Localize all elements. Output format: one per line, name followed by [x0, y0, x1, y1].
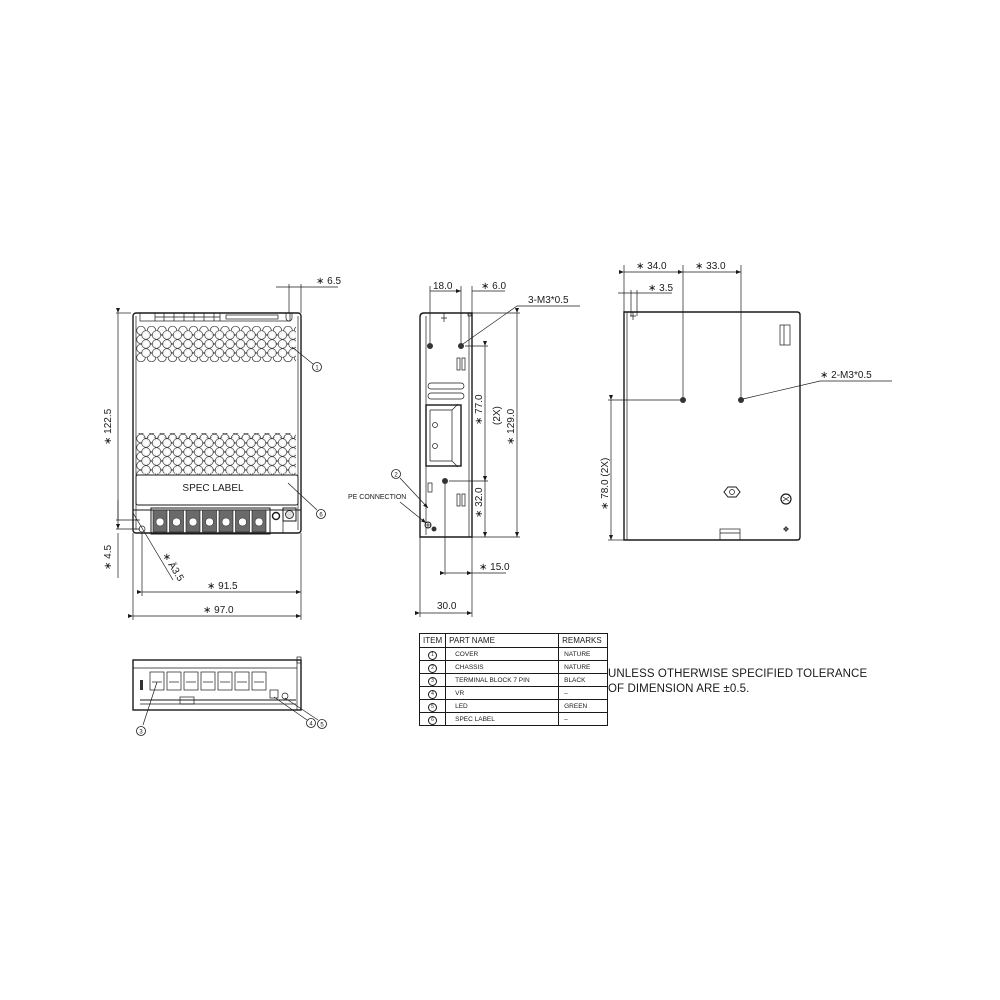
part-name: VR — [445, 686, 560, 700]
dim-122-5: ∗ 122.5 — [103, 408, 114, 445]
dim-18-0: 18.0 — [433, 281, 453, 292]
part-name: COVER — [445, 647, 560, 661]
dim-33-0: ∗ 33.0 — [695, 261, 726, 272]
svg-text:3: 3 — [139, 730, 143, 736]
vent-holes-upper — [136, 326, 296, 362]
table-row: 3 TERMINAL BLOCK 7 PIN BLACK — [418, 673, 609, 687]
dim-91-5: ∗ 91.5 — [207, 581, 238, 592]
item-number: 6 — [428, 715, 438, 725]
remarks: BLACK — [558, 673, 609, 687]
tolerance-note: UNLESS OTHERWISE SPECIFIED TOLERANCE OF … — [608, 667, 867, 697]
remarks: NATURE — [558, 660, 609, 674]
table-row: 2 CHASSIS NATURE — [418, 660, 609, 674]
part-name: SPEC LABEL — [445, 712, 560, 726]
rear-view: ∗ 34.0 ∗ 33.0 ∗ 3.5 ∗ 2-M3*0.5 ∗ 78.0 (2… — [600, 261, 892, 541]
part-name: CHASSIS — [445, 660, 560, 674]
callout-2 — [391, 469, 401, 479]
pe-connection-label: PE CONNECTION — [348, 494, 406, 501]
dim-15-0: ∗ 15.0 — [479, 562, 510, 573]
table-row: 4 VR – — [418, 686, 609, 700]
svg-text:1: 1 — [315, 366, 319, 372]
svg-text:5: 5 — [320, 723, 324, 729]
tolerance-note-line-1: UNLESS OTHERWISE SPECIFIED TOLERANCE — [608, 668, 868, 680]
parts-table: ITEM PART NAME REMARKS 1 COVER NATURE 2 … — [418, 633, 609, 726]
dim-6-0: ∗ 6.0 — [481, 281, 506, 292]
top-fins — [139, 312, 293, 322]
led-icon — [271, 511, 281, 521]
remarks: – — [558, 712, 609, 726]
screw-hole-icon — [680, 397, 686, 403]
table-row: 6 SPEC LABEL – — [418, 712, 609, 726]
terminal-block — [150, 507, 271, 535]
screw-hole-icon — [442, 478, 448, 484]
screw-hole-icon — [458, 343, 464, 349]
callout-3 — [136, 726, 146, 736]
dim-32-0: ∗ 32.0 — [474, 487, 485, 518]
dim-129-0: ∗ 129.0 — [506, 408, 517, 445]
spec-label-text: SPEC LABEL — [182, 483, 244, 494]
item-number: 5 — [428, 702, 438, 712]
screw-hole-icon — [738, 397, 744, 403]
callout-4 — [306, 718, 316, 728]
dim-2x: (2X) — [492, 406, 503, 425]
part-name: LED — [445, 699, 560, 713]
dim-4-5: ∗ 4.5 — [103, 545, 114, 570]
terminal-block-bottom — [149, 671, 267, 691]
dim-30-0: 30.0 — [437, 601, 457, 612]
tolerance-note-line-2: OF DIMENSION ARE ±0.5. — [608, 683, 750, 695]
inlet-window — [425, 404, 462, 467]
svg-text:2: 2 — [394, 473, 398, 479]
screw-note-3-m3: 3-M3*0.5 — [528, 295, 569, 306]
item-number: 2 — [428, 663, 438, 673]
front-view: SPEC LABEL ∗ 6.5 — [103, 276, 341, 620]
spec-label-panel — [135, 474, 299, 506]
table-row: 5 LED GREEN — [418, 699, 609, 713]
callout-1 — [312, 362, 322, 372]
part-name: TERMINAL BLOCK 7 PIN — [445, 673, 560, 687]
dim-78-0: ∗ 78.0 (2X) — [600, 458, 611, 510]
svg-text:6: 6 — [319, 513, 323, 519]
dim-3-5: ∗ 3.5 — [648, 283, 673, 294]
vr-trimmer-icon — [282, 507, 297, 522]
header-remarks: REMARKS — [558, 633, 609, 648]
svg-text:4: 4 — [309, 722, 313, 728]
item-number: 1 — [428, 650, 438, 660]
remarks: GREEN — [558, 699, 609, 713]
screw-hole-icon — [427, 343, 433, 349]
hex-nut-icon — [723, 486, 741, 498]
remarks: – — [558, 686, 609, 700]
header-item: ITEM — [418, 633, 447, 648]
remarks: NATURE — [558, 647, 609, 661]
table-row: 1 COVER NATURE — [418, 647, 609, 661]
side-view: 18.0 ∗ 6.0 3-M3*0.5 ∗ 77.0 (2X) ∗ 32.0 ∗… — [348, 281, 580, 617]
bottom-view: 3 4 5 — [132, 656, 327, 736]
item-number: 4 — [428, 689, 438, 699]
callout-5 — [317, 719, 327, 729]
callout-6 — [316, 509, 326, 519]
dim-34-0: ∗ 34.0 — [636, 261, 667, 272]
dim-6-5: ∗ 6.5 — [316, 276, 341, 287]
screw-note-2-m3: ∗ 2-M3*0.5 — [820, 370, 872, 381]
header-part-name: PART NAME — [445, 633, 560, 648]
dim-77-0: ∗ 77.0 — [474, 394, 485, 425]
dim-hole-3-5: ∗ Ä3.5 — [159, 550, 186, 584]
table-header-row: ITEM PART NAME REMARKS — [418, 633, 609, 648]
dim-97-0: ∗ 97.0 — [203, 605, 234, 616]
item-number: 3 — [428, 676, 438, 686]
vent-holes-lower — [136, 433, 296, 475]
